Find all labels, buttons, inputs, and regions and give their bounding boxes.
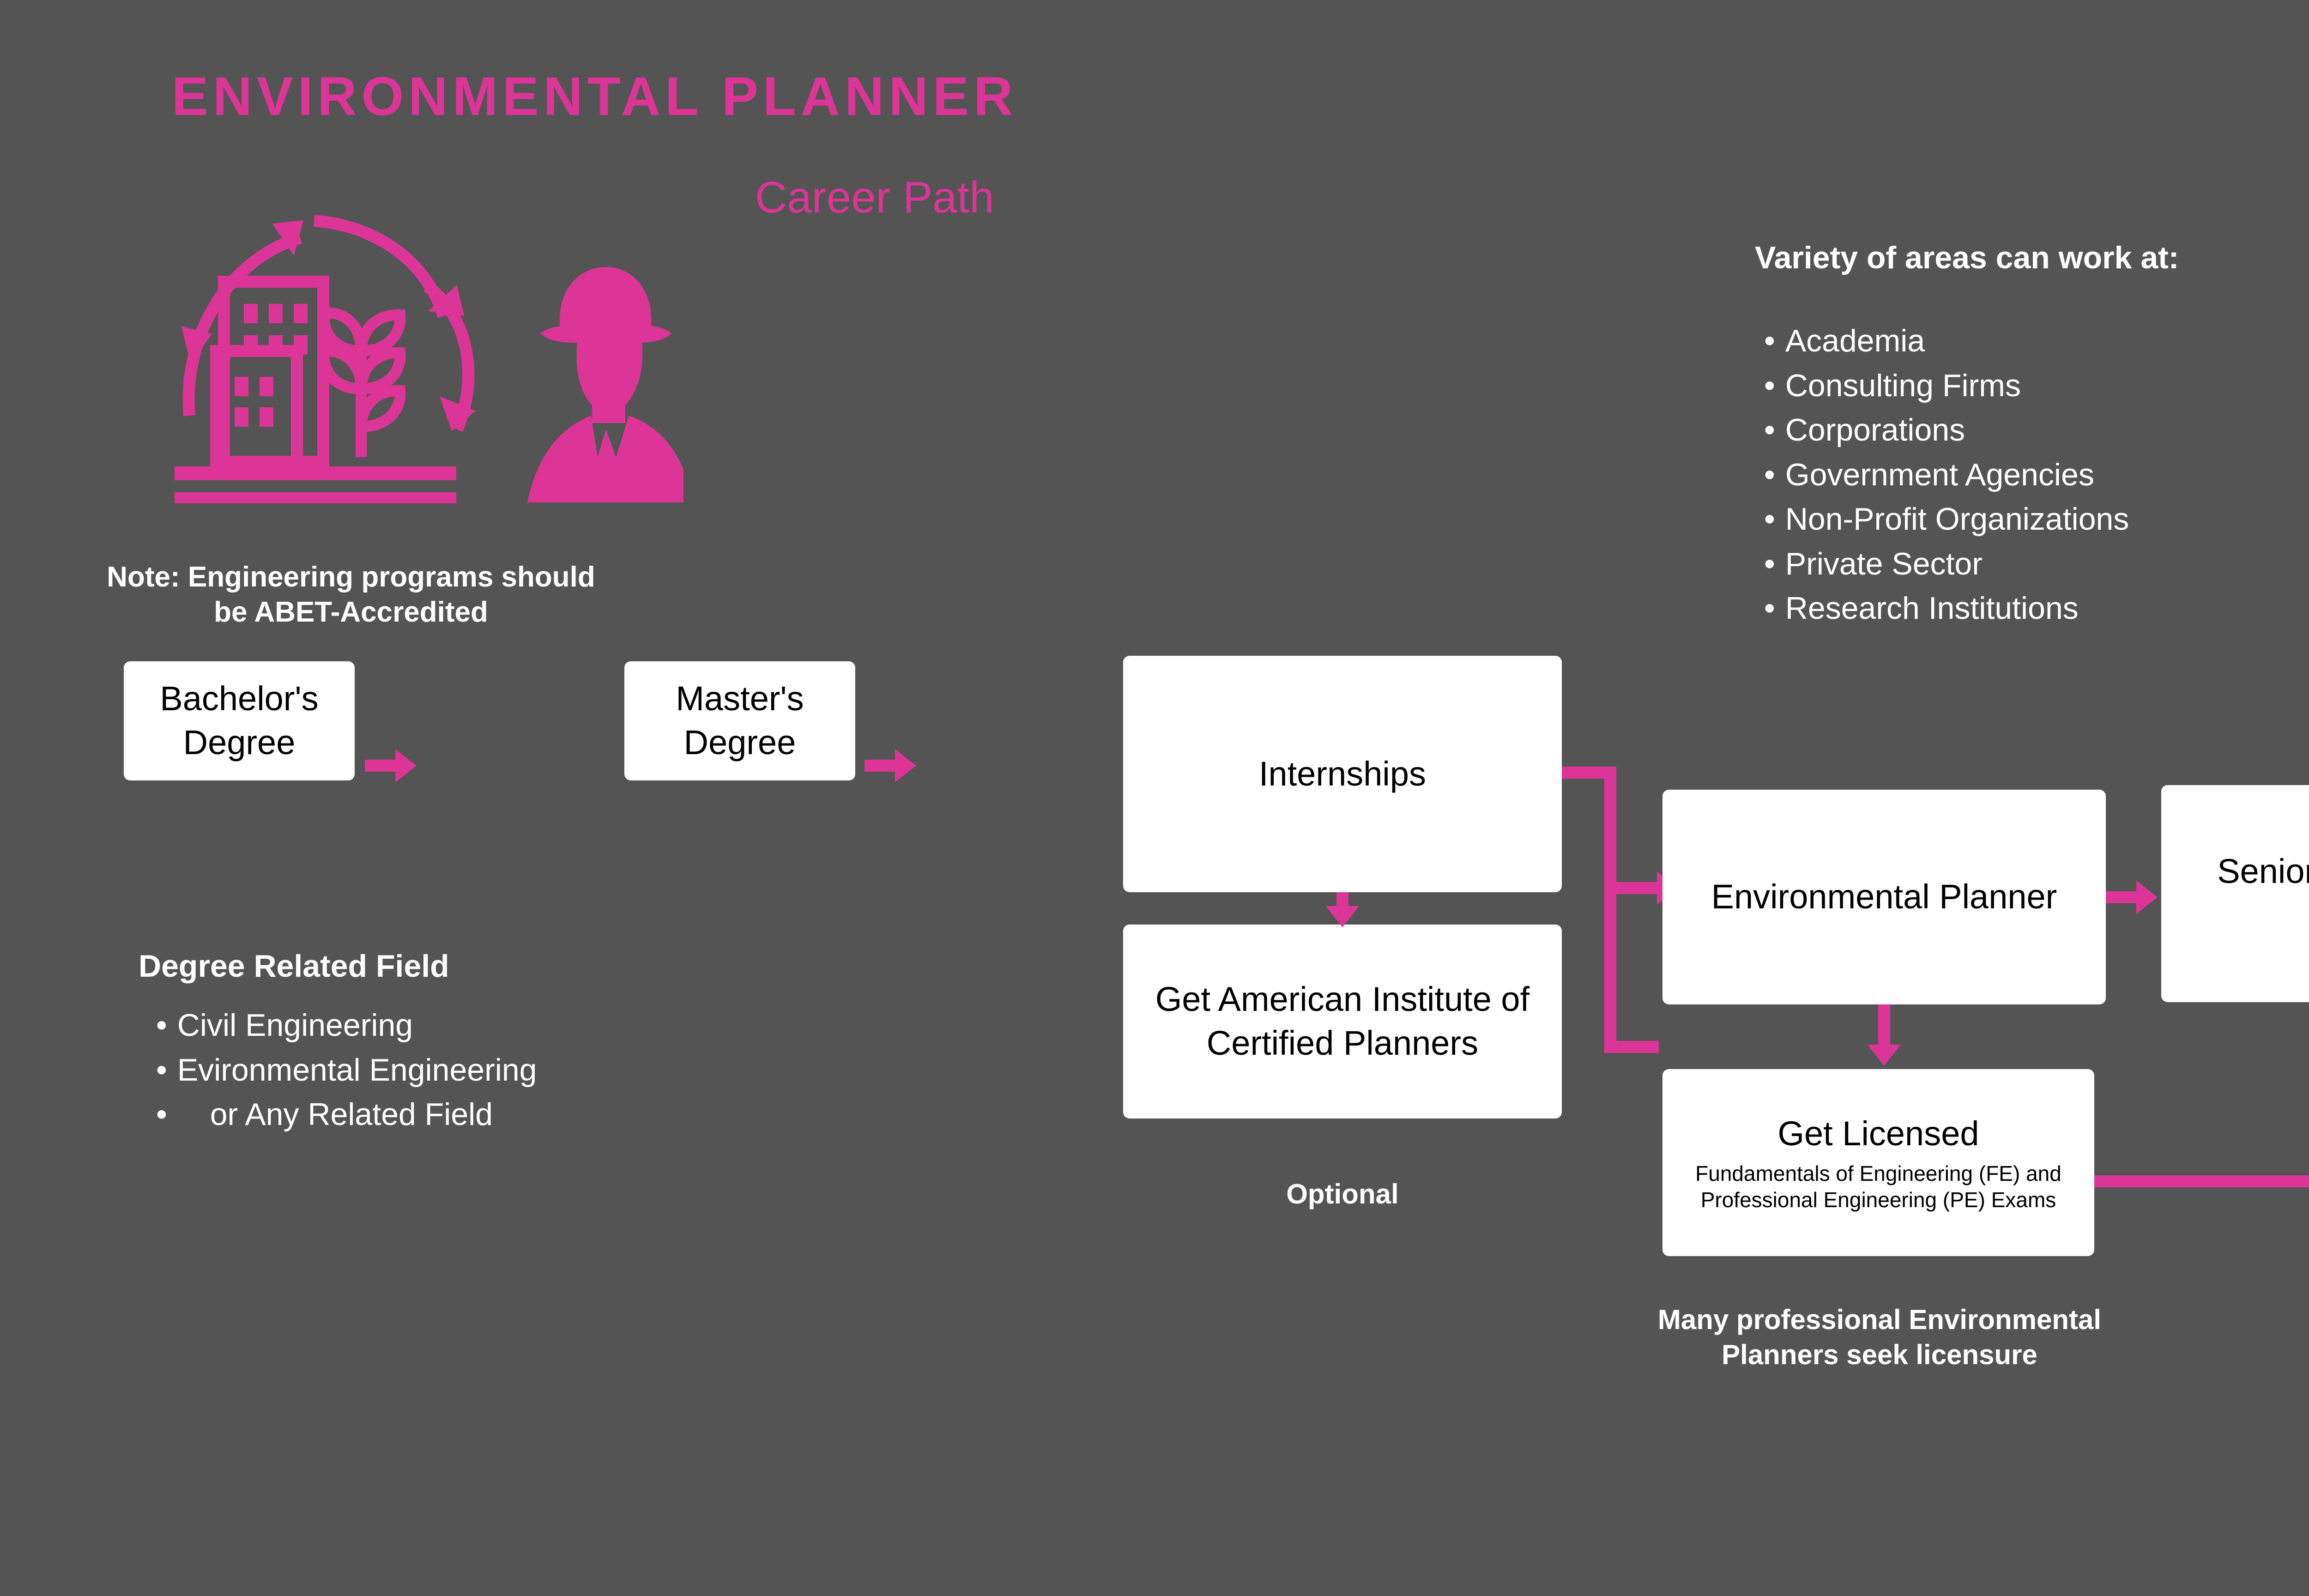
connector-internships-trunk-vertical — [1604, 767, 1616, 1053]
flow-box-internships[interactable]: Internships — [1123, 656, 1562, 892]
flow-box-masters-label: Master's Degree — [676, 679, 804, 762]
arrowhead-env-planner-get-licensed — [1868, 1045, 1901, 1066]
arrowhead-masters-internships — [895, 749, 916, 782]
flow-box-aicp[interactable]: Get American Institute of Certified Plan… — [1123, 925, 1562, 1118]
flow-box-environmental-planner-label: Environmental Planner — [1711, 877, 2057, 916]
connector-masters-internships — [864, 760, 898, 772]
flow-box-get-licensed-sub: Fundamentals of Engineering (FE) and Pro… — [1695, 1161, 2061, 1212]
flow-box-internships-label: Internships — [1259, 754, 1426, 793]
list-item: Evironmental Engineering — [156, 1048, 537, 1093]
flow-box-get-licensed[interactable]: Get Licensed Fundamentals of Engineering… — [1662, 1069, 2094, 1256]
connector-licensed-senior-horizontal — [2094, 1175, 2309, 1187]
page-title: ENVIRONMENTAL PLANNER — [172, 66, 1018, 127]
list-item: Research Institutions — [1764, 586, 2129, 631]
flow-box-senior-environmental-planner[interactable]: Senior Environmental Planner — [2161, 785, 2309, 1002]
flow-box-get-licensed-label: Get Licensed — [1777, 1114, 1979, 1153]
work-areas-heading: Variety of areas can work at: — [1755, 240, 2179, 275]
abet-note: Note: Engineering programs should be ABE… — [107, 561, 595, 628]
list-item: Non-Profit Organizations — [1764, 497, 2129, 542]
arrowhead-env-planner-senior — [2136, 881, 2158, 914]
flow-box-bachelors-label: Bachelor's Degree — [160, 679, 319, 762]
list-item-continuation: or Any Related Field — [156, 1092, 537, 1137]
degree-field-heading: Degree Related Field — [139, 949, 449, 984]
flow-box-environmental-planner[interactable]: Environmental Planner — [1662, 790, 2106, 1004]
connector-env-planner-senior — [2106, 891, 2139, 903]
environmental-planner-icon — [175, 215, 683, 503]
licensure-caption: Many professional Environmental Planners… — [1657, 1304, 2102, 1370]
list-item: Academia — [1764, 319, 2129, 363]
connector-trunk-to-env-planner — [1604, 882, 1660, 894]
degree-field-list: Civil Engineering Evironmental Engineeri… — [156, 1003, 537, 1137]
connector-bachelors-masters — [365, 760, 398, 772]
optional-caption: Optional — [1286, 1179, 1399, 1209]
flow-box-masters[interactable]: Master's Degree — [624, 661, 855, 780]
arrowhead-internships-aicp — [1326, 906, 1359, 927]
arrowhead-bachelors-masters — [395, 749, 417, 782]
page-subtitle: Career Path — [755, 173, 994, 222]
list-item: Private Sector — [1764, 542, 2129, 586]
connector-internships-trunk-bottom — [1604, 1041, 1659, 1053]
connector-env-planner-get-licensed — [1878, 1004, 1890, 1051]
list-item: Civil Engineering — [156, 1003, 537, 1048]
flow-box-bachelors[interactable]: Bachelor's Degree — [124, 661, 355, 780]
list-item: Consulting Firms — [1764, 363, 2129, 408]
work-areas-list: Academia Consulting Firms Corporations G… — [1764, 319, 2129, 631]
flow-box-aicp-label: Get American Institute of Certified Plan… — [1155, 980, 1530, 1062]
list-item: Government Agencies — [1764, 453, 2129, 497]
flow-box-senior-environmental-planner-label: Senior Environmental Planner — [2217, 852, 2309, 891]
list-item: Corporations — [1764, 408, 2129, 453]
